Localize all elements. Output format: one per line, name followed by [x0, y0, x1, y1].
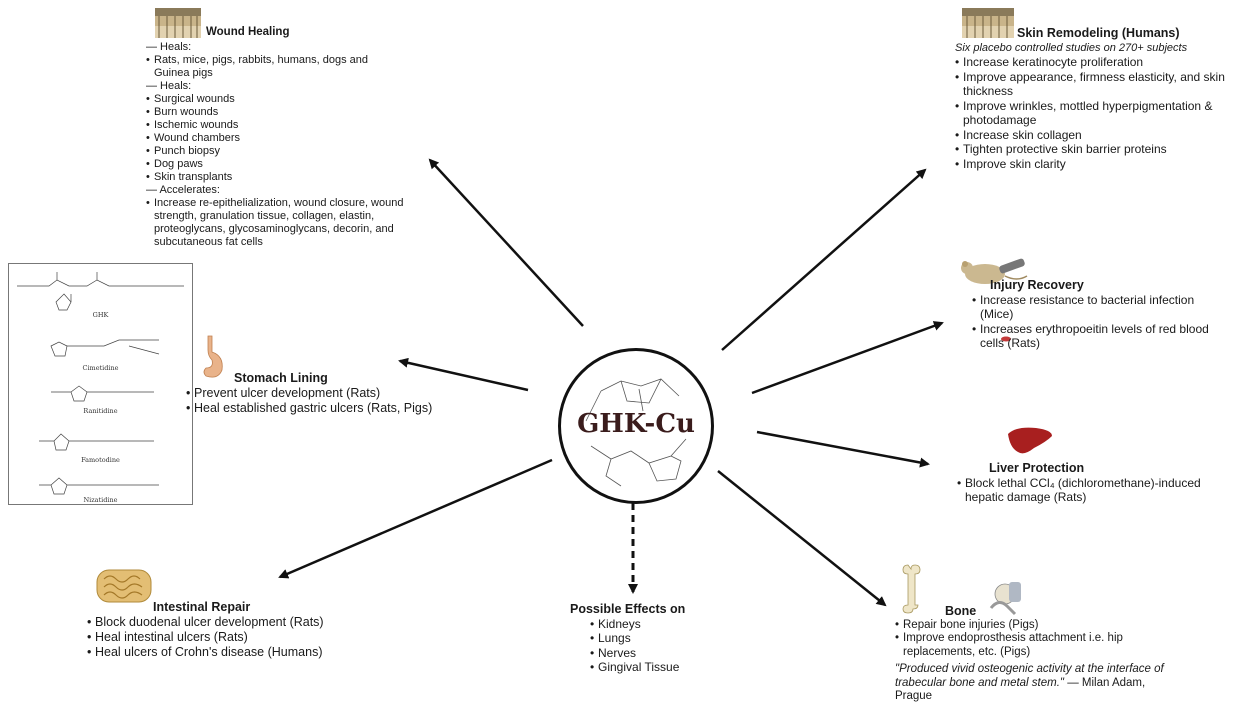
chem-label-ghk: GHK	[92, 311, 109, 319]
list-item: — Heals:	[146, 41, 192, 53]
molecule-sketch	[585, 378, 687, 487]
arrow-injury-recovery	[751, 321, 944, 395]
list-item: Lungs	[590, 631, 730, 646]
hub-label: GHK-Cu	[577, 409, 695, 439]
list-item: Heal ulcers of Crohn's disease (Humans)	[87, 645, 407, 660]
chem-label-ranitidine: Ranitidine	[83, 407, 118, 415]
mouse-icon	[961, 258, 1028, 284]
liver-icon	[1008, 427, 1052, 454]
list-item: Dog paws	[146, 158, 406, 171]
list-item: Skin transplants	[146, 171, 406, 184]
list-item: Block duodenal ulcer development (Rats)	[87, 615, 407, 630]
bone-quote-text: "Produced vivid osteogenic activity at t…	[895, 663, 1164, 689]
list-item: Heal intestinal ulcers (Rats)	[87, 630, 407, 645]
chem-label-cimetidine: Cimetidine	[82, 364, 119, 372]
list-item: Burn wounds	[146, 106, 406, 119]
list-item: Ischemic wounds	[146, 119, 406, 132]
skin-layers-icon	[155, 8, 201, 38]
arrow-intestinal-repair	[278, 458, 553, 579]
injury-recovery-list: Increase resistance to bacterial infecti…	[972, 293, 1212, 351]
liver-protection-title: Liver Protection	[989, 461, 1085, 475]
stomach-lining-block: Stomach Lining Prevent ulcer development…	[186, 371, 516, 416]
intestinal-repair-title: Intestinal Repair	[153, 600, 251, 614]
list-item: Wound chambers	[146, 132, 406, 145]
list-item: Nerves	[590, 646, 730, 661]
list-item: — Heals:	[146, 80, 192, 92]
skin-layers-icon-2	[962, 8, 1014, 38]
chem-label-nizatidine: Nizatidine	[83, 496, 118, 504]
wound-healing-title: Wound Healing	[206, 26, 290, 38]
list-item: Improve endoprosthesis attachment i.e. h…	[895, 632, 1165, 659]
stomach-lining-title: Stomach Lining	[234, 371, 328, 385]
possible-effects-list: Kidneys Lungs Nerves Gingival Tissue	[590, 617, 730, 675]
list-item: Repair bone injuries (Pigs)	[895, 619, 1165, 633]
intestinal-repair-block: Intestinal Repair Block duodenal ulcer d…	[87, 600, 407, 660]
arrow-bone	[717, 470, 887, 607]
stomach-lining-list: Prevent ulcer development (Rats) Heal es…	[186, 386, 516, 416]
bone-quote-author: — Milan Adam, Prague	[895, 676, 1146, 703]
list-item: Heal established gastric ulcers (Rats, P…	[186, 401, 516, 416]
chemical-structure-drawings	[17, 272, 184, 495]
possible-effects-block: Possible Effects on Kidneys Lungs Nerves…	[570, 602, 730, 675]
skin-remodeling-block: Skin Remodeling (Humans) Six placebo con…	[955, 26, 1245, 171]
liver-protection-block: Liver Protection Block lethal CCl₄ (dich…	[957, 461, 1217, 505]
stomach-icon	[203, 335, 223, 378]
chem-label-famotodine: Famotodine	[81, 456, 120, 464]
arrow-skin-remodeling	[721, 168, 927, 351]
list-item: Improve appearance, firmness elasticity,…	[955, 70, 1245, 99]
list-item: Punch biopsy	[146, 145, 406, 158]
skin-remodeling-subtitle: Six placebo controlled studies on 270+ s…	[955, 41, 1188, 54]
ghk-cu-hub: GHK-Cu	[558, 348, 714, 504]
list-item: Rats, mice, pigs, rabbits, humans, dogs …	[146, 54, 406, 80]
possible-effects-title: Possible Effects on	[570, 602, 686, 616]
arrow-liver-protection	[756, 430, 930, 468]
list-item: — Accelerates:	[146, 184, 220, 196]
liver-protection-list: Block lethal CCl₄ (dichloromethane)-indu…	[957, 476, 1217, 505]
bone-title: Bone	[945, 604, 977, 618]
bone-list: Repair bone injuries (Pigs) Improve endo…	[895, 619, 1165, 660]
list-item: Improve skin clarity	[955, 157, 1245, 172]
skin-remodeling-list: Increase keratinocyte proliferation Impr…	[955, 55, 1245, 171]
list-item: Improve wrinkles, mottled hyperpigmentat…	[955, 99, 1245, 128]
bone-block: Bone Repair bone injuries (Pigs) Improve…	[895, 604, 1165, 704]
list-item: Increase keratinocyte proliferation	[955, 55, 1245, 70]
wound-healing-block: Wound Healing — Heals: Rats, mice, pigs,…	[146, 26, 406, 249]
list-item: Increases erythropoeitin levels of red b…	[972, 322, 1212, 351]
list-item: Kidneys	[590, 617, 730, 632]
intestinal-repair-list: Block duodenal ulcer development (Rats) …	[87, 615, 407, 660]
list-item: Increase re-epithelialization, wound clo…	[146, 197, 406, 249]
injury-recovery-block: Injury Recovery Increase resistance to b…	[972, 278, 1212, 351]
list-item: Surgical wounds	[146, 93, 406, 106]
hip-joint-icon	[989, 582, 1021, 616]
list-item: Increase skin collagen	[955, 128, 1245, 143]
intestine-icon	[96, 569, 152, 603]
list-item: Gingival Tissue	[590, 660, 730, 675]
list-item: Tighten protective skin barrier proteins	[955, 142, 1245, 157]
list-item: Prevent ulcer development (Rats)	[186, 386, 516, 401]
list-item: Increase resistance to bacterial infecti…	[972, 293, 1212, 322]
bone-icon	[902, 564, 921, 614]
skin-remodeling-title: Skin Remodeling (Humans)	[1017, 26, 1180, 40]
arrow-wound-healing	[428, 158, 584, 327]
wound-healing-list: — Heals: Rats, mice, pigs, rabbits, huma…	[146, 41, 406, 249]
injury-recovery-title: Injury Recovery	[990, 278, 1084, 292]
chemical-structures-box: GHK Cimetidine Ranitidine Famotodine Niz…	[8, 263, 193, 505]
list-item: Block lethal CCl₄ (dichloromethane)-indu…	[957, 476, 1217, 505]
bone-quote: "Produced vivid osteogenic activity at t…	[895, 663, 1165, 704]
